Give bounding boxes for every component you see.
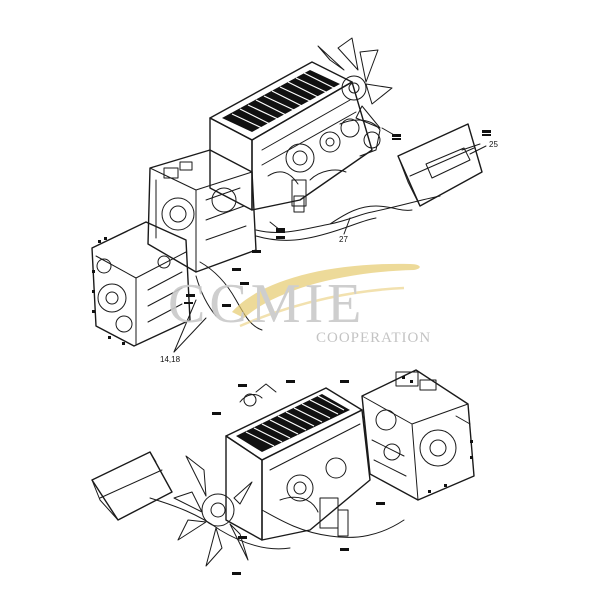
top-valve-cover bbox=[209, 61, 353, 141]
bottom-engine-assembly bbox=[91, 369, 475, 575]
ccmie-watermark: CCMIE COOPERATION bbox=[168, 263, 431, 346]
top-part-tags bbox=[184, 134, 401, 307]
top-transmission bbox=[147, 149, 257, 273]
callout-27: 27 bbox=[339, 235, 348, 244]
bottom-transmission bbox=[361, 369, 475, 501]
top-gear-housing bbox=[91, 221, 191, 347]
callout-14-18: 14,18 bbox=[160, 355, 181, 364]
bottom-harness bbox=[149, 497, 405, 550]
bottom-part-tags bbox=[212, 380, 385, 575]
watermark-swoosh bbox=[232, 263, 420, 318]
bottom-fan-icon bbox=[173, 455, 253, 567]
callout-25: 25 bbox=[489, 140, 498, 149]
top-cab-box-icon bbox=[397, 123, 491, 207]
top-harness bbox=[195, 195, 441, 331]
top-engine-assembly bbox=[91, 37, 441, 353]
bottom-cab-box-icon bbox=[91, 451, 173, 521]
watermark-logo-text: CCMIE bbox=[168, 273, 365, 335]
watermark-subtitle: COOPERATION bbox=[316, 330, 431, 346]
cable-27 bbox=[329, 205, 413, 225]
